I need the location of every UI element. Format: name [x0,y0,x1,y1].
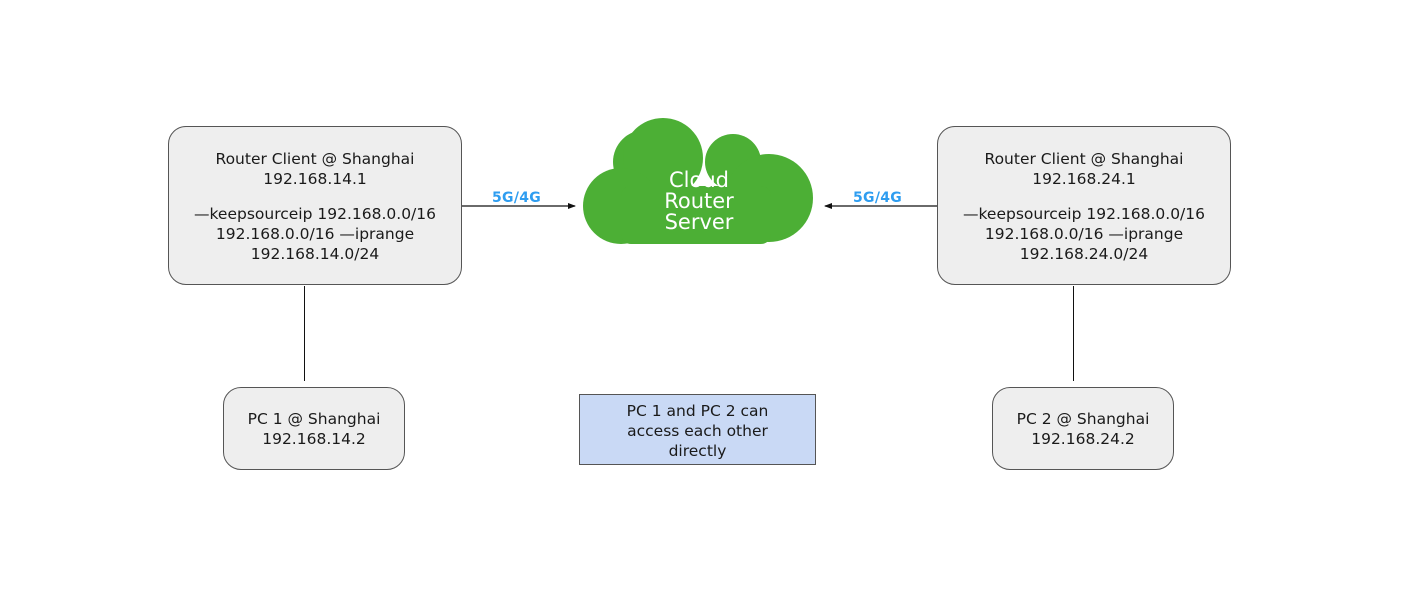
cloud-icon [583,118,813,244]
link-label-right: 5G/4G [853,190,903,206]
connector-right [1073,286,1074,381]
cloud-label: Cloud Router Server [583,170,815,233]
router-left-flags-3: 192.168.14.0/24 [250,245,380,263]
connector-left [304,286,305,381]
router-right-ip: 192.168.24.1 [1032,170,1136,188]
router-right-title: Router Client @ Shanghai [984,150,1184,168]
router-client-right: Router Client @ Shanghai 192.168.24.1 —k… [937,126,1231,285]
router-left-title: Router Client @ Shanghai [215,150,415,168]
pc-1-title: PC 1 @ Shanghai [247,410,381,428]
link-label-left: 5G/4G [492,190,542,206]
pc-2-title: PC 2 @ Shanghai [1016,410,1150,428]
pc-2-box: PC 2 @ Shanghai 192.168.24.2 [992,387,1174,470]
router-right-flags-2: 192.168.0.0/16 —iprange [984,225,1184,243]
note-line-1: PC 1 and PC 2 can [626,402,769,420]
pc-1-box: PC 1 @ Shanghai 192.168.14.2 [223,387,405,470]
cloud-label-line-3: Server [664,210,734,234]
router-client-left: Router Client @ Shanghai 192.168.14.1 —k… [168,126,462,285]
pc-2-ip: 192.168.24.2 [1031,430,1135,448]
cloud-label-line-2: Router [664,189,734,213]
note-line-3: directly [668,442,727,460]
cloud-router-server: Cloud Router Server [583,116,815,246]
router-right-flags-3: 192.168.24.0/24 [1019,245,1149,263]
router-right-flags-1: —keepsourceip 192.168.0.0/16 [963,205,1205,223]
router-left-flags-1: —keepsourceip 192.168.0.0/16 [194,205,436,223]
note-line-2: access each other [627,422,768,440]
cloud-label-line-1: Cloud [669,168,729,192]
router-left-ip: 192.168.14.1 [263,170,367,188]
router-left-flags-2: 192.168.0.0/16 —iprange [215,225,415,243]
pc-1-ip: 192.168.14.2 [262,430,366,448]
note-box: PC 1 and PC 2 can access each other dire… [579,394,816,465]
